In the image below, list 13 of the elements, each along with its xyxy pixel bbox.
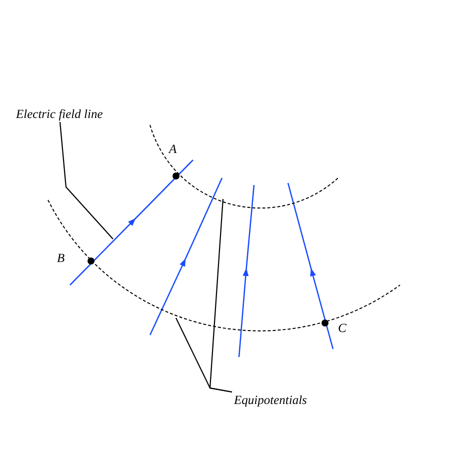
point-label: A: [169, 142, 177, 156]
field-line: [70, 160, 194, 286]
field-line: [238, 184, 255, 358]
callout-label: Equipotentials: [234, 393, 307, 407]
equipotential-arc: [150, 124, 338, 209]
point-label: C: [338, 321, 346, 335]
point-label: B: [57, 251, 65, 265]
field-line: [287, 182, 334, 350]
callout-label: Electric field line: [16, 107, 103, 121]
equipotential-arc: [48, 200, 400, 332]
field-line: [149, 178, 223, 336]
leader-line: [59, 122, 114, 240]
leader-line: [209, 198, 232, 393]
